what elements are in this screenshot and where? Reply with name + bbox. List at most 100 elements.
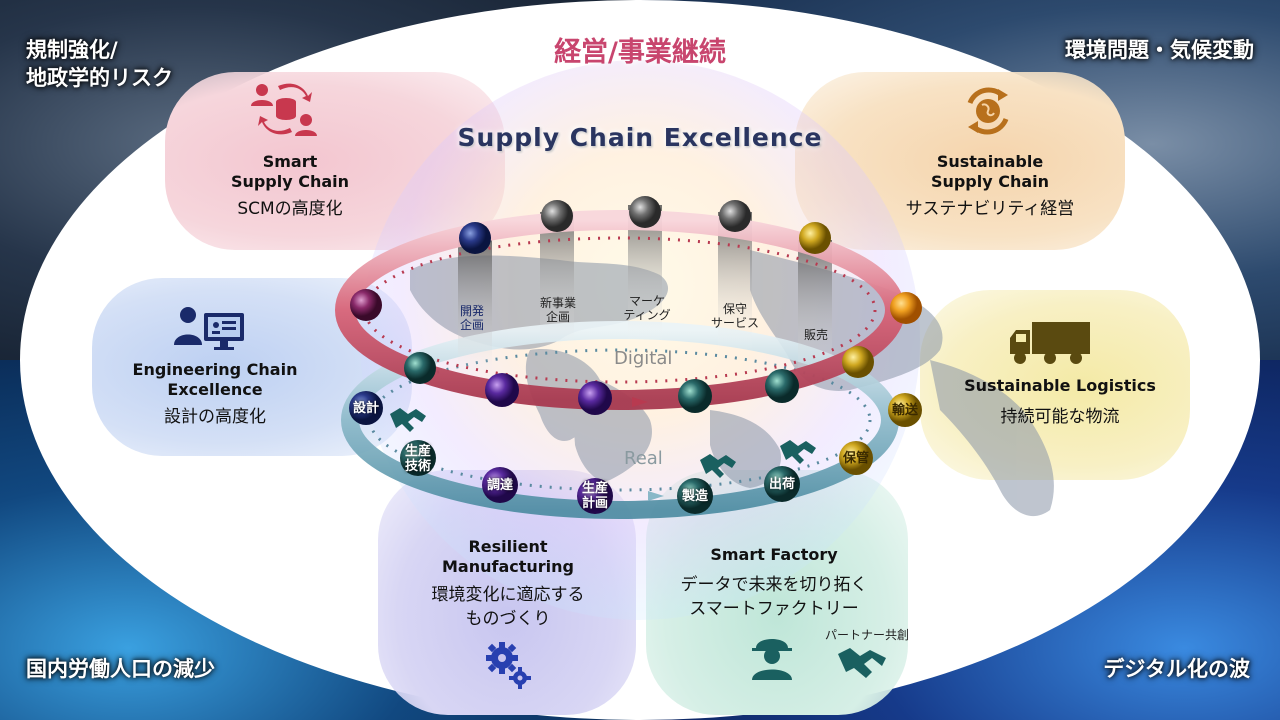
worker-icon xyxy=(752,639,792,680)
digital-ball xyxy=(459,222,491,254)
real-node-label: 生産 計画 xyxy=(575,481,615,511)
corner-text-bottom-left: 国内労働人口の減少 xyxy=(26,657,215,681)
smart-supply-chain-subtitle: SCMの高度化 xyxy=(237,199,343,219)
real-node-ball xyxy=(764,466,800,502)
sustainable-supply-chain-title-1: Sustainable xyxy=(936,152,1044,171)
digital-node-label-line: マーケ xyxy=(628,294,665,308)
real-node-ball xyxy=(577,478,613,514)
real-node-label-line: 製造 xyxy=(681,489,708,504)
smart-factory-title: Smart Factory xyxy=(710,545,838,564)
supply-chain-rings xyxy=(335,196,922,519)
real-node-label-line: 技術 xyxy=(404,459,431,474)
digital-ball xyxy=(765,369,799,403)
digital-node-label: マーケ ティング xyxy=(612,294,682,322)
smart-supply-chain-text: Smart Supply Chain SCMの高度化 xyxy=(190,152,390,221)
real-node-label: 生産 技術 xyxy=(398,444,438,474)
partner-label: パートナー共創 xyxy=(824,628,909,642)
sustainable-logistics-text: Sustainable Logistics 持続可能な物流 xyxy=(935,376,1185,429)
real-ring-arrow xyxy=(648,491,664,501)
gears-icon xyxy=(486,642,531,689)
digital-ball xyxy=(541,200,573,232)
smart-factory-subtitle-1: データで未来を切り拓く xyxy=(680,575,868,595)
digital-node-label-line: ティング xyxy=(623,308,671,322)
engineer-computer-icon xyxy=(174,307,244,350)
real-node-label: 輸送 xyxy=(885,403,925,418)
real-node-label-line: 輸送 xyxy=(891,403,918,418)
sustainable-supply-chain-subtitle: サステナビリティ経営 xyxy=(905,199,1075,219)
digital-ball xyxy=(629,196,661,228)
engineering-chain-text: Engineering Chain Excellence 設計の高度化 xyxy=(110,360,320,429)
real-node-ball xyxy=(839,441,873,475)
sustainable-logistics-title: Sustainable Logistics xyxy=(964,376,1156,395)
sustainable-logistics-subtitle: 持続可能な物流 xyxy=(1000,407,1120,427)
pillar xyxy=(458,240,492,380)
engineering-chain-title-2: Excellence xyxy=(167,380,263,399)
digital-node-label: 新事業 企画 xyxy=(528,296,588,324)
corner-text-bottom-right: デジタル化の波 xyxy=(1103,657,1250,681)
resilient-manufacturing-subtitle-2: ものづくり xyxy=(465,609,551,629)
digital-ball xyxy=(350,289,382,321)
handshake-icon xyxy=(700,454,736,478)
digital-ball xyxy=(485,373,519,407)
truck-icon xyxy=(1010,322,1090,364)
resilient-manufacturing-title-2: Manufacturing xyxy=(442,557,574,576)
digital-node-label-line: 企画 xyxy=(545,310,570,324)
real-node-label-line: 計画 xyxy=(581,496,608,511)
digital-node-label-line: 開発 xyxy=(459,304,484,318)
resilient-manufacturing-subtitle-1: 環境変化に適応する xyxy=(431,585,585,605)
digital-node-label: 保守 サービス xyxy=(700,302,770,330)
center-title: Supply Chain Excellence xyxy=(457,123,823,152)
digital-ball xyxy=(678,379,712,413)
real-node-ball xyxy=(888,393,922,427)
digital-ring-dots xyxy=(363,236,877,384)
digital-ball xyxy=(719,200,751,232)
real-node-label: 設計 xyxy=(346,401,386,416)
real-node-ball xyxy=(677,478,713,514)
real-node-ball xyxy=(400,440,436,476)
digital-ring-arrow xyxy=(632,397,648,407)
handshake-icon xyxy=(838,648,886,678)
sustainable-supply-chain-text: Sustainable Supply Chain サステナビリティ経営 xyxy=(890,152,1090,221)
corner-text-top-left: 規制強化/ 地政学的リスク xyxy=(26,36,173,92)
real-label: Real xyxy=(624,448,663,469)
digital-ball xyxy=(842,346,874,378)
corner-text-top-left-line-2: 地政学的リスク xyxy=(26,66,173,90)
real-node-label-line: 設計 xyxy=(352,401,379,416)
real-node-label-line: 生産 xyxy=(581,481,608,496)
digital-ball xyxy=(404,352,436,384)
real-node-label-line: 調達 xyxy=(486,478,513,493)
digital-ball xyxy=(799,222,831,254)
corner-text-top-right: 環境問題・気候変動 xyxy=(1065,38,1254,62)
smart-factory-text: Smart Factory データで未来を切り拓く スマートファクトリー xyxy=(656,545,892,621)
handshake-icon xyxy=(390,408,426,432)
real-node-label-line: 出荷 xyxy=(768,477,795,492)
real-ring-dots xyxy=(368,348,872,492)
digital-ball xyxy=(578,381,612,415)
main-title: 経営/事業継続 xyxy=(554,37,726,68)
engineering-chain-title-1: Engineering Chain xyxy=(132,360,298,379)
digital-node-label-line: 保守 xyxy=(722,302,747,316)
pillar xyxy=(540,212,574,352)
engineering-chain-subtitle: 設計の高度化 xyxy=(164,407,266,427)
real-node-label: 出荷 xyxy=(762,477,802,492)
corner-text-top-left-line-1: 規制強化/ xyxy=(26,38,118,62)
resilient-manufacturing-title-1: Resilient xyxy=(468,537,548,556)
real-ring xyxy=(341,321,899,519)
digital-node-label-line: サービス xyxy=(710,316,759,330)
real-node-label-line: 生産 xyxy=(404,444,431,459)
real-node-ball xyxy=(482,467,518,503)
sustainable-supply-chain-title-2: Supply Chain xyxy=(930,172,1050,191)
smart-factory-subtitle-2: スマートファクトリー xyxy=(689,599,859,619)
digital-node-label-line: 新事業 xyxy=(539,296,576,310)
digital-label: Digital xyxy=(614,348,673,369)
globe-recycle-icon xyxy=(967,87,1009,135)
smart-supply-chain-title-1: Smart xyxy=(262,152,318,171)
digital-node-label: 販売 xyxy=(794,328,838,342)
real-node-label: 製造 xyxy=(675,489,715,504)
resilient-manufacturing-text: Resilient Manufacturing 環境変化に適応する ものづくり xyxy=(395,537,621,631)
digital-node-label: 開発 企画 xyxy=(452,304,492,332)
real-node-label: 保管 xyxy=(836,451,876,466)
real-node-label-line: 保管 xyxy=(842,451,869,466)
handshake-icon xyxy=(780,440,816,464)
digital-node-label-line: 販売 xyxy=(803,328,828,342)
